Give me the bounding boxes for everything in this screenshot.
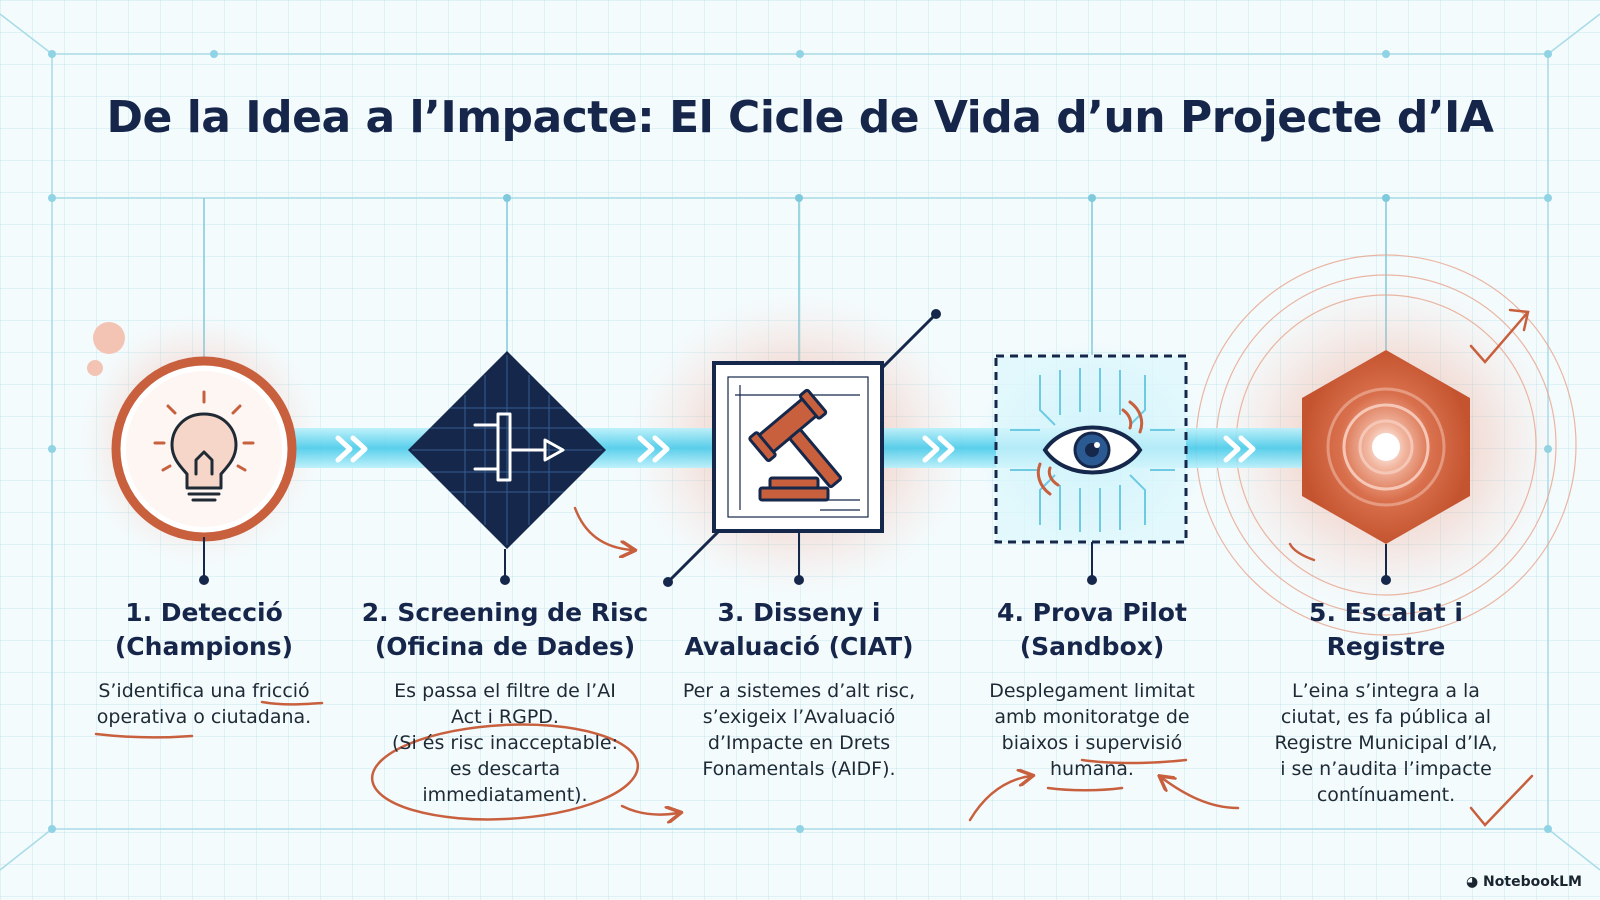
step-4-desc-line-4: humana. [1050,758,1134,780]
step-1-desc-line-1: S’identifica una fricció [98,680,310,702]
chevron-icon-3 [922,435,955,463]
page-title: De la Idea a l’Impacte: El Cicle de Vida… [106,92,1494,143]
flow-chevrons [335,435,1256,463]
bottom-connector-nodes [199,575,1391,585]
step-5-heading-line-2: Registre [1326,632,1446,661]
lightbulb-icon [170,412,238,502]
step-3-heading-line-1: 3. Disseny i [717,598,881,627]
underline-supervisio [1080,758,1188,765]
step-2-desc-line-2: Act i RGPD. [451,706,559,728]
step-2-desc-line-5: immediatament). [422,784,588,806]
step-1-node [111,356,297,542]
brand-name: NotebookLM [1483,874,1582,890]
step-5-desc-line-1: L’eina s’integra a la [1292,680,1480,702]
step-3-desc-line-1: Per a sistemes d’alt risc, [682,680,916,702]
step-3-desc-line-4: Fonamentals (AIDF). [702,758,896,780]
step-4-description: Desplegament limitat amb monitoratge de … [957,678,1227,782]
underline-operativa [94,732,194,739]
step-5-heading: 5. Escalat i Registre [1241,596,1531,664]
step-2-desc-line-4: es descarta [449,758,561,780]
step-4-heading-line-1: 4. Prova Pilot [997,598,1187,627]
step-3-desc-line-3: d’Impacte en Drets [707,732,891,754]
gavel-icon [748,388,843,502]
step-4-desc-line-2: amb monitoratge de [994,706,1190,728]
step-1-heading: 1. Detecció (Champions) [59,596,349,664]
step-4-heading-line-2: (Sandbox) [1019,632,1165,661]
step-3-desc-line-2: s’exigeix l’Avaluació [702,706,896,728]
check-icon-bottom [1469,774,1534,827]
circle-risk-note [370,723,640,821]
chevron-icon-1 [335,435,368,463]
step-5-desc-line-2: ciutat, es fa pública al [1280,706,1492,728]
step-3-node [663,309,941,587]
step-5-desc-line-5: contínuament. [1316,784,1456,806]
step-4-desc-line-3: biaixos i supervisió [1001,732,1183,754]
step-3-heading: 3. Disseny i Avaluació (CIAT) [654,596,944,664]
brand-logo-icon: ◕ [1465,874,1479,890]
check-icon-top [1469,310,1530,364]
circuit-traces [1010,368,1175,532]
step-2-desc-line-1: Es passa el filtre de l’AI [394,680,616,702]
step-4-node [994,354,1188,544]
step-4-heading: 4. Prova Pilot (Sandbox) [947,596,1237,664]
step-2-node [408,351,606,549]
eye-circuit-icon [1042,425,1143,475]
step-3-description: Per a sistemes d’alt risc, s’exigeix l’A… [664,678,934,782]
step-2-heading: 2. Screening de Risc (Oficina de Dades) [360,596,650,664]
step-1-heading-line-1: 1. Detecció [125,598,283,627]
step-5-heading-line-1: 5. Escalat i [1309,598,1463,627]
decor-dot-large [93,322,125,354]
arrow-to-humana-right [1162,778,1240,810]
target-hexagon-icon [1326,387,1446,507]
step-1-description: S’identifica una fricció operativa o ciu… [69,678,339,730]
step-5-desc-line-3: Registre Municipal d’IA, [1274,732,1498,754]
ripple-arrow [1288,542,1316,562]
brand-watermark: ◕ NotebookLM [1466,874,1582,890]
underline-friccio [260,700,324,706]
chevron-icon-4 [1223,435,1256,463]
step-3-heading-line-2: Avaluació (CIAT) [684,632,914,661]
arrow-to-humana-left [968,776,1030,822]
step-5-desc-line-4: i se n’audita l’impacte [1280,758,1492,780]
signal-waves [1036,400,1144,496]
chevron-icon-2 [637,435,670,463]
bottom-connectors [203,531,1387,580]
light-rays [153,390,255,472]
step-2-heading-line-2: (Oficina de Dades) [374,632,636,661]
top-connector-nodes [503,194,1390,202]
frame-nodes [48,50,1552,833]
check-arrow-tip [1508,308,1530,332]
decor-dot-small [87,360,103,376]
arrow-step2-to-step3 [573,506,632,550]
arrow-step2-out [620,806,678,815]
circuit-logic-icon [473,412,565,482]
step-4-desc-line-1: Desplegament limitat [989,680,1195,702]
step-5-description: L’eina s’integra a la ciutat, es fa públ… [1251,678,1521,808]
annotations [94,308,1534,827]
step-2-heading-line-1: 2. Screening de Risc [361,598,649,627]
step-2-description: Es passa el filtre de l’AI Act i RGPD. (… [370,678,640,808]
step-1-heading-line-2: (Champions) [114,632,294,661]
diamond-grid [412,355,602,545]
underline-humana [1046,786,1124,792]
step-1-desc-line-2: operativa o ciutadana. [96,706,312,728]
step-2-desc-line-3: (Si és risc inacceptable: [391,732,619,754]
step-5-node [1302,350,1470,544]
